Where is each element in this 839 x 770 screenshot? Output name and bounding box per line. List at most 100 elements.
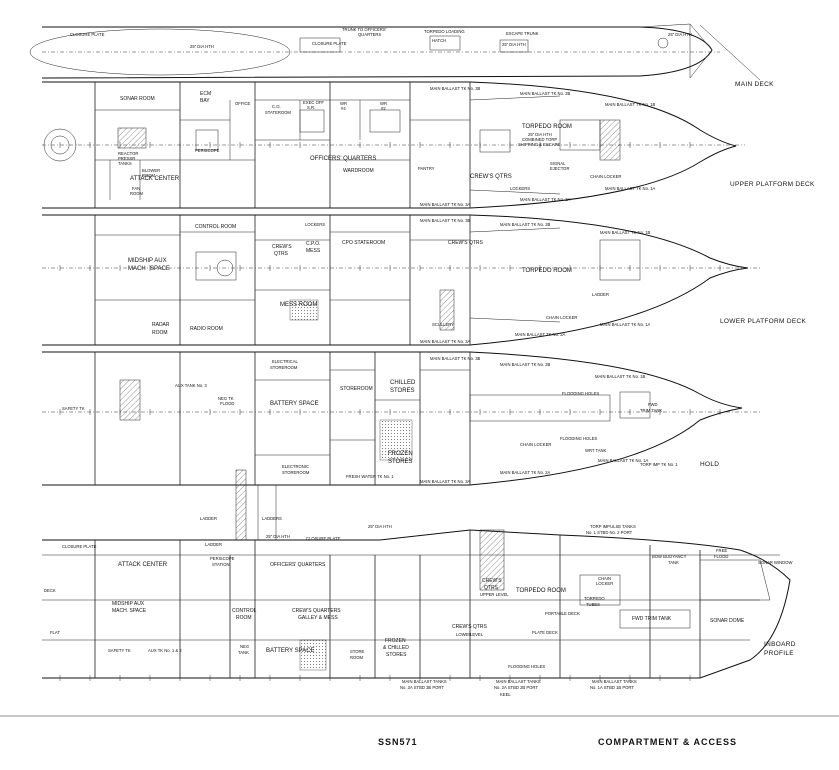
lower-mbt-3a: MAIN BALLAST TK No. 3A — [420, 339, 471, 344]
upper-fan-2: ROOM — [130, 191, 144, 196]
upper-torpedo-room: TORPEDO ROOM — [522, 124, 572, 130]
hold-fwd-trim-1: FWD — [648, 402, 658, 407]
profile-attack-center: ATTACK CENTER — [118, 562, 168, 568]
profile-chain-locker-1: CHAIN — [598, 576, 611, 581]
profile-periscope-1: PERISCOPE — [210, 556, 235, 561]
profile-frozen-3: STORES — [386, 652, 407, 658]
lower-platform-deck-view: CONTROL ROOM MIDSHIP AUX MACH SPACE RADA… — [42, 214, 806, 346]
profile-closure-plate: CLOSURE PLATE — [62, 544, 97, 549]
profile-safety-tk: SAFETY TK — [108, 648, 131, 653]
upper-sonar-room: SONAR ROOM — [120, 96, 155, 102]
upper-blower-2: ROOM — [142, 173, 156, 178]
main-torpedo-loading-1: TORPEDO LOADING — [424, 29, 465, 34]
upper-ecm-2: BAY — [200, 98, 210, 104]
hold-chain-locker: CHAIN LOCKER — [520, 442, 551, 447]
upper-signal-1: SIGNAL — [550, 161, 566, 166]
profile-flooding-holes: FLOODING HOLES — [508, 664, 545, 669]
profile-storeroom-2: ROOM — [350, 655, 364, 660]
hold-chilled-1: CHILLED — [390, 380, 416, 386]
profile-neg-tank-2: TANK — [238, 650, 249, 655]
hold-electronic-1: ELECTRONIC — [282, 464, 309, 469]
profile-hatch-b: 25" DIA HTH — [368, 524, 392, 529]
profile-mbt1-1: MAIN BALLAST TANKS — [592, 679, 637, 684]
profile-torpedo-tubes-2: TUBES — [586, 602, 600, 607]
hold-wrt-tank: WRT TANK — [585, 448, 607, 453]
main-hatch-25: 25" DIA HTH — [190, 44, 214, 49]
hold-neg-2: FLOOD — [220, 401, 234, 406]
profile-crews-lower-1: CREW'S QTRS — [452, 624, 488, 630]
upper-officers-quarters: OFFICERS' QUARTERS — [310, 156, 376, 162]
upper-platform-deck-view: SONAR ROOM ECM BAY OFFICE C.O. STATEROOM… — [42, 81, 815, 209]
lower-mbt-2a: MAIN BALLAST TK No. 2A — [515, 332, 566, 337]
hold-flooding-holes-2: FLOODING HOLES — [560, 436, 597, 441]
profile-torpedo-tubes-1: TORPEDO — [584, 596, 605, 601]
hold-mbt-3a: MAIN BALLAST TK No. 3A — [420, 479, 471, 484]
profile-flat: FLAT — [50, 630, 60, 635]
profile-storeroom-1: STORE — [350, 649, 365, 654]
upper-periscope: PERISCOPE — [195, 148, 220, 153]
lower-ladder: LADDER — [592, 292, 609, 297]
profile-mbt3-1: MAIN BALLAST TANKS — [402, 679, 447, 684]
profile-hatch-a: 25" DIA HTH — [266, 534, 290, 539]
upper-mbt-1b: MAIN BALLAST TK No. 1B — [605, 102, 656, 107]
profile-crews-quarters-2: GALLEY & MESS — [298, 615, 338, 621]
lower-cpo-mess-2: MESS — [306, 248, 321, 254]
hold-flooding-holes-1: FLOODING HOLES — [562, 391, 599, 396]
profile-mbt2-1: MAIN BALLAST TANKS — [496, 679, 541, 684]
profile-bow-buoyancy-2: TANK — [668, 560, 679, 565]
hold-frozen-1: FROZEN — [388, 451, 413, 457]
upper-mbt-2a: MAIN BALLAST TK No. 2A — [520, 197, 571, 202]
main-closure-plate-2: CLOSURE PLATE — [312, 41, 347, 46]
profile-keel: KEEL — [500, 692, 511, 697]
upper-attack-center: ATTACK CENTER — [130, 176, 180, 182]
profile-officers-quarters: OFFICERS' QUARTERS — [270, 562, 326, 568]
profile-midship-2: MACH. SPACE — [112, 608, 147, 614]
hold-neg-1: NEG TK — [218, 396, 234, 401]
hold-torp-imp: TORP IMP TK No. 1 — [640, 462, 678, 467]
lower-radar-1: RADAR — [152, 322, 170, 328]
profile-sonar-dome: SONAR DOME — [710, 618, 745, 624]
profile-ladder: LADDER — [205, 542, 222, 547]
hold-aux-tank: AUX TANK No. 3 — [175, 383, 207, 388]
hold-elec-2: STOREROOM — [270, 365, 298, 370]
upper-mbt-3a: MAIN BALLAST TK No. 3A — [420, 202, 471, 207]
upper-exec-2: S.R. — [307, 105, 315, 110]
deck-label-inboard-1: INBOARD — [764, 641, 796, 648]
main-trunk-officers-2: QUARTERS — [358, 32, 381, 37]
profile-neg-tank-1: NEG — [240, 644, 249, 649]
upper-ecm-1: ECM — [200, 91, 211, 97]
main-closure-plate: CLOSURE PLATE — [70, 32, 105, 37]
lower-midship-2: MACH — [128, 266, 146, 272]
profile-free-flood-2: FLOOD — [714, 554, 728, 559]
upper-lockers: LOCKERS — [510, 186, 530, 191]
upper-frame-ticks — [59, 142, 691, 148]
profile-crews-upper-3: UPPER LEVEL — [480, 592, 509, 597]
main-hatch-fwd: 25" DIA HTH — [668, 32, 692, 37]
profile-deck: DECK — [44, 588, 56, 593]
deck-label-inboard-2: PROFILE — [764, 650, 794, 657]
profile-bow-buoyancy-1: BOW BUOYANCY — [652, 554, 687, 559]
upper-mbt-1a: MAIN BALLAST TK No. 1A — [605, 186, 656, 191]
main-deck-view: CLOSURE PLATE 25" DIA HTH CLOSURE PLATE … — [29, 23, 774, 88]
upper-reactor-2: PRESSR — [118, 156, 135, 161]
upper-reactor-3: TANKS — [118, 161, 132, 166]
hold-battery-space: BATTERY SPACE — [270, 401, 319, 407]
upper-torpedo-note-2: COMBINED TORP — [522, 137, 557, 142]
profile-crews-lower-2: LOWER — [456, 632, 471, 637]
lower-radar-2: ROOM — [152, 330, 168, 336]
hold-mbt-2b: MAIN BALLAST TK No. 2B — [500, 362, 551, 367]
deck-label-main: MAIN DECK — [735, 81, 774, 88]
upper-wr4-2: #4 — [341, 106, 346, 111]
inboard-profile-view: CLOSURE PLATE 25" DIA HTH CLOSURE PLATE … — [42, 516, 796, 697]
profile-crews-quarters-1: CREW'S QUARTERS — [292, 608, 341, 614]
ladder-trunk — [235, 469, 277, 541]
upper-wr2-1: WR — [380, 101, 387, 106]
profile-frozen-2: & CHILLED — [383, 645, 409, 651]
lower-mess-room: MESS ROOM — [280, 302, 317, 308]
lower-mbt-3b: MAIN BALLAST TK No. 3B — [420, 218, 471, 223]
upper-blower-1: BLOWER — [142, 168, 160, 173]
profile-control-1: CONTROL — [232, 608, 257, 614]
upper-co-1: C.O. — [272, 104, 281, 109]
profile-mbt2-2: No. 2A STBD 2B PORT — [494, 685, 538, 690]
hold-mbt-1a: MAIN BALLAST TK No. 1A — [598, 458, 649, 463]
